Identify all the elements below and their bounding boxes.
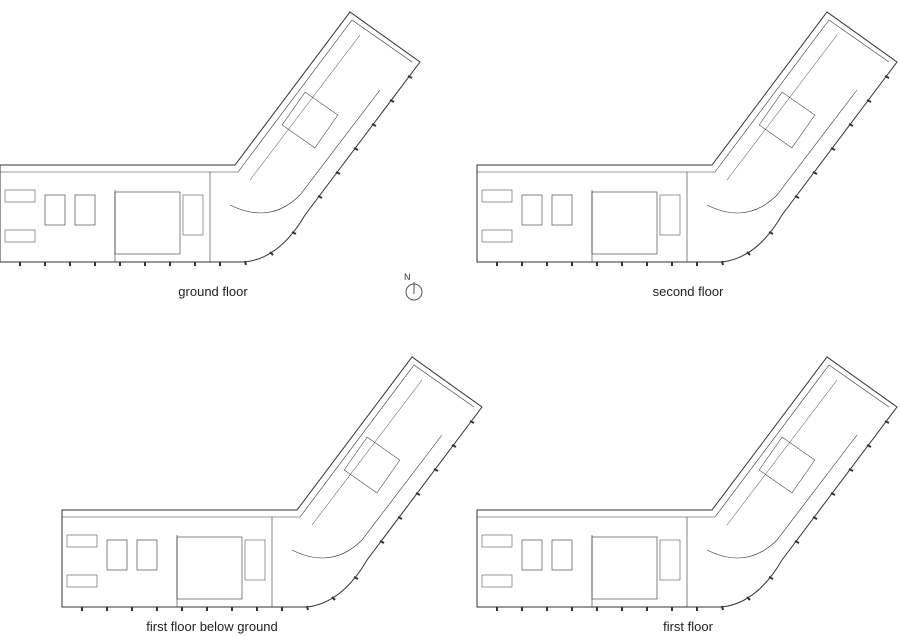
second-floor-plan (476, 11, 898, 267)
first-floor-below-ground-label: first floor below ground (146, 619, 278, 634)
north-arrow-label: N (404, 272, 411, 282)
first-floor-label: first floor (663, 619, 713, 634)
north-arrow-icon (405, 282, 423, 301)
first-floor-below-ground-plan (61, 356, 483, 612)
ground-floor-label: ground floor (178, 284, 248, 299)
first-floor-plan (476, 356, 898, 612)
ground-floor-plan (0, 11, 421, 267)
second-floor-label: second floor (652, 284, 724, 299)
